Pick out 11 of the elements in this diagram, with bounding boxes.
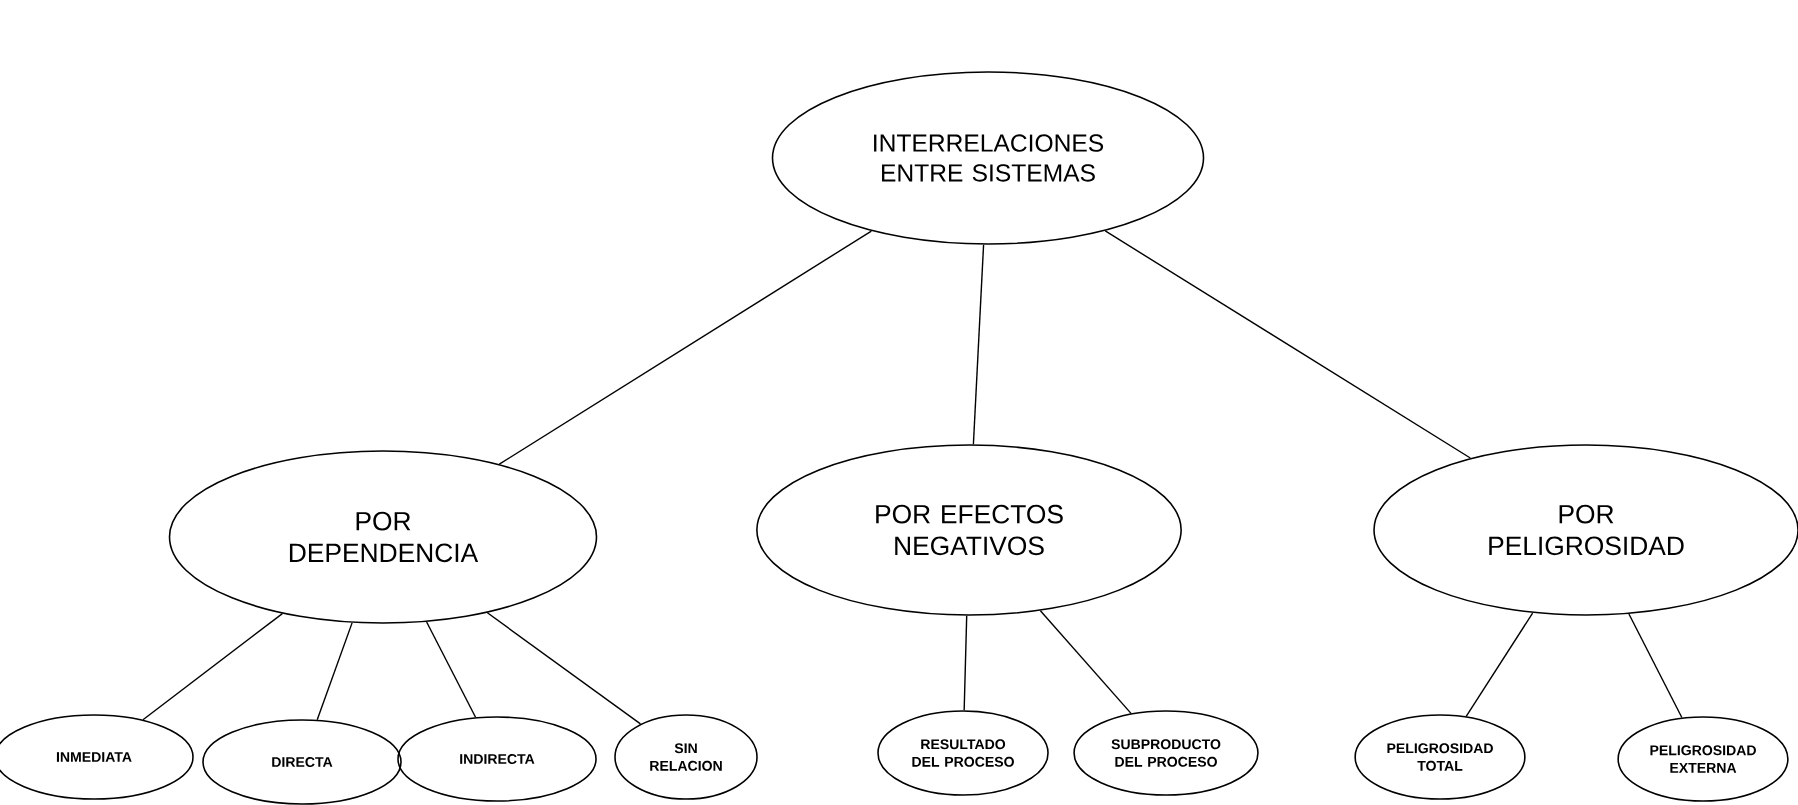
connector-line (316, 622, 353, 721)
connector-line (1628, 613, 1683, 719)
connector-line (486, 612, 642, 725)
connector-line (1104, 230, 1471, 459)
connector-line (425, 621, 477, 718)
connector-line (1039, 610, 1132, 715)
connector-line (1465, 612, 1534, 717)
connector-line (963, 615, 968, 711)
connector-line (498, 230, 873, 465)
connector-line (142, 612, 284, 721)
connector-line (972, 244, 985, 445)
